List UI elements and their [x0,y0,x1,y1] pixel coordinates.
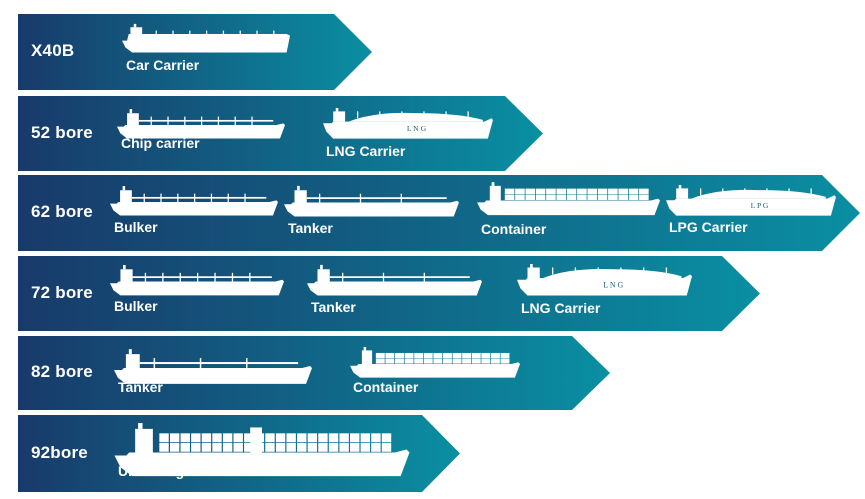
bore-label: 72 bore [31,282,93,302]
hull-lettering: L N G [407,124,427,133]
ship-type-label: Ultra Large Container [118,463,262,479]
ultra-large-container-icon [114,423,410,482]
hull-lettering: L P G [751,201,769,210]
ship-type-label: Tanker [118,379,163,395]
ship-type-label: Chip carrier [121,135,200,151]
container-ship-icon [349,347,521,381]
bore-label: 52 bore [31,122,93,142]
hull-lettering: L N G [603,281,623,290]
ship-type-label: Tanker [288,220,333,236]
tanker-icon [307,264,482,299]
ship-type-label: Container [353,379,419,395]
lng-carrier-icon: L N G [517,264,692,299]
lpg-carrier-icon: L P G [665,185,837,219]
tanker-icon [284,185,459,220]
ship-type-label: Bulker [114,298,158,314]
container-ship-icon [477,182,660,219]
tanker-icon [114,348,312,388]
bore-label: 62 bore [31,202,93,221]
bore-label: 92bore [31,442,88,462]
ship-type-label: Container [481,221,547,237]
bulker-icon [110,185,278,219]
ship-type-label: Car Carrier [126,57,200,73]
bore-arrow-band [18,336,610,410]
chip-carrier-icon [117,108,285,142]
ship-type-label: LNG Carrier [521,300,601,316]
ship-type-label: Tanker [311,299,356,315]
lng-carrier-icon: L N G [322,108,494,142]
car-carrier-icon [122,22,290,56]
bulker-icon [110,264,284,299]
ship-type-label: Bulker [114,219,158,235]
bore-label: X40B [31,41,75,60]
bore-label: 82 bore [31,362,93,381]
ship-type-label: LPG Carrier [669,219,748,235]
ship-type-label: LNG Carrier [326,143,406,159]
